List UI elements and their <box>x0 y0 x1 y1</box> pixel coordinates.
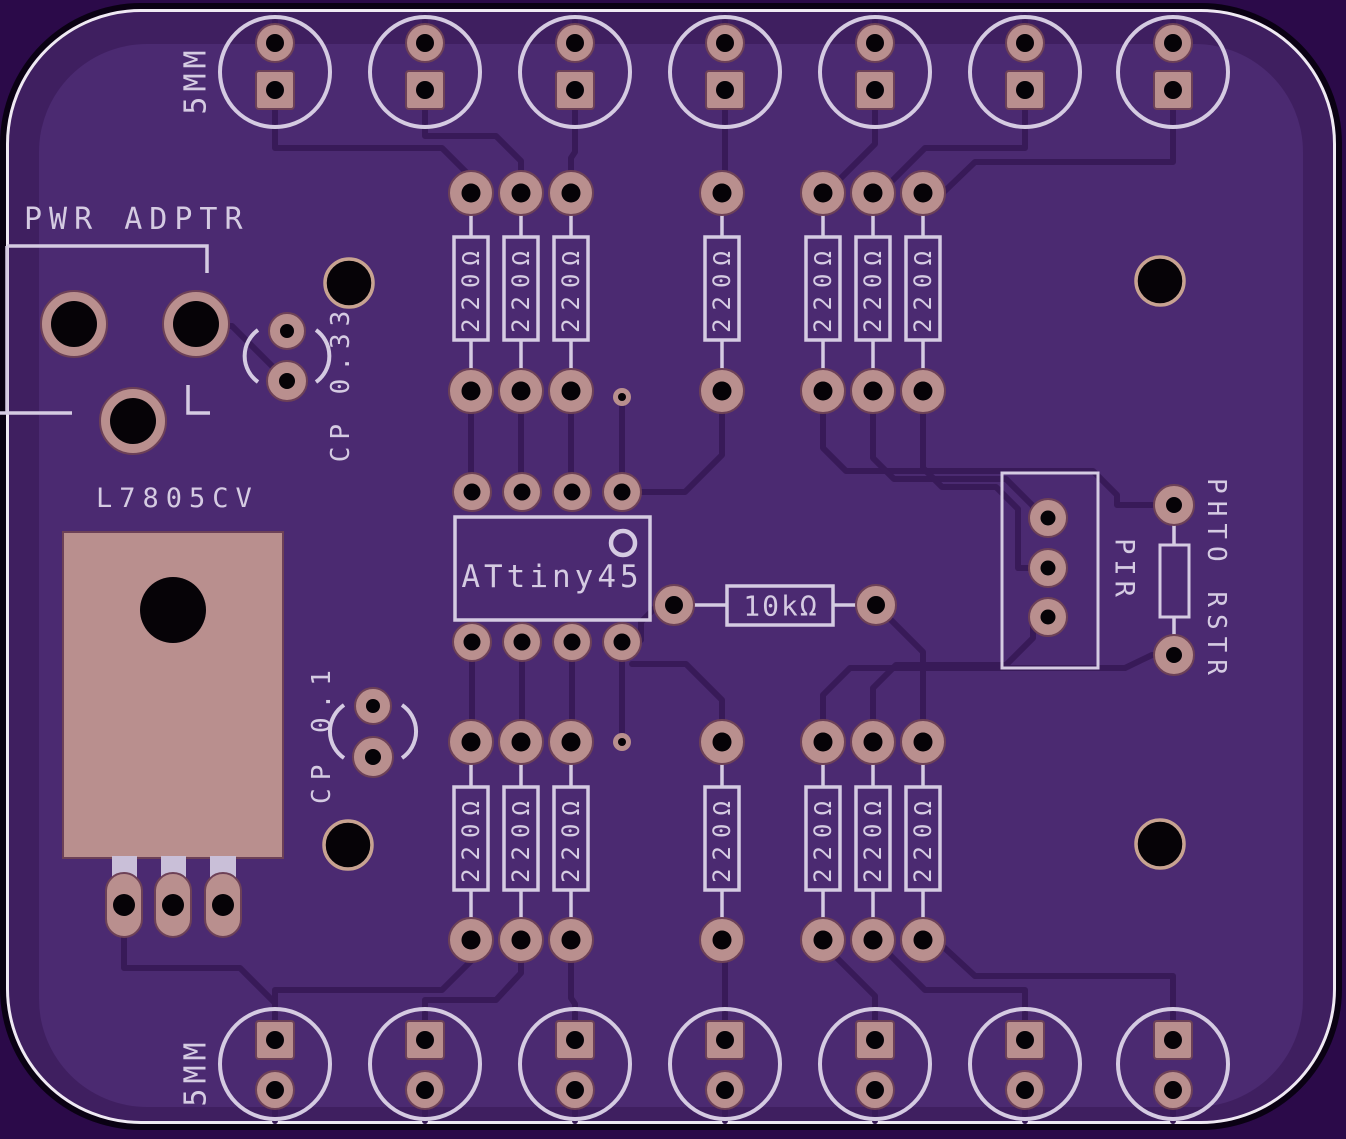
led-footprint <box>968 15 1082 129</box>
led-size-label-top: 5MM <box>178 45 214 115</box>
led-footprint <box>368 1007 482 1121</box>
mounting-hole <box>322 819 374 871</box>
capacitor-033-label: CP 0.33 <box>326 303 356 463</box>
resistor-10k-footprint <box>653 584 897 627</box>
resistor-footprint <box>850 719 896 963</box>
capacitor-01-label: CP 0.1 <box>307 662 337 804</box>
resistor-value-label: 220Ω <box>859 793 887 883</box>
led-footprint <box>1116 15 1230 129</box>
mcu-label: ATtiny45 <box>461 559 643 595</box>
resistor-footprint <box>498 719 544 963</box>
pir-connector-label: PIR <box>1108 538 1140 602</box>
led-footprint <box>818 15 932 129</box>
resistor-footprint <box>548 170 594 414</box>
resistor-value-label: 220Ω <box>708 243 736 333</box>
via <box>613 733 631 751</box>
led-footprint <box>968 1007 1082 1121</box>
led-footprint <box>668 15 782 129</box>
resistor-value-label: 220Ω <box>909 243 937 333</box>
capacitor-footprint <box>327 687 419 778</box>
resistor-footprint <box>498 170 544 414</box>
resistor-footprint <box>699 719 745 963</box>
photoresistor-footprint <box>1153 484 1195 676</box>
pir-connector-footprint <box>1000 471 1100 670</box>
led-footprint <box>518 15 632 129</box>
power-jack-footprint <box>0 244 230 455</box>
resistor-footprint <box>800 719 846 963</box>
capacitor-footprint <box>242 312 332 402</box>
resistor-footprint <box>548 719 594 963</box>
resistor-value-label: 220Ω <box>557 243 585 333</box>
photoresistor-label: PHTO RSTR <box>1201 478 1231 682</box>
resistor-footprint <box>900 719 946 963</box>
resistor-value-label: 220Ω <box>457 793 485 883</box>
mounting-hole <box>323 257 375 309</box>
led-footprint <box>1116 1007 1230 1121</box>
led-footprint <box>218 1007 332 1121</box>
board-outline <box>6 9 1336 1124</box>
regulator-label: L7805CV <box>96 483 259 514</box>
resistor-footprint <box>699 170 745 414</box>
resistor-footprint <box>448 719 494 963</box>
led-footprint <box>518 1007 632 1121</box>
resistor-footprint <box>850 170 896 414</box>
resistor-value-label: 220Ω <box>909 793 937 883</box>
resistor-value-label: 220Ω <box>507 793 535 883</box>
resistor-value-label: 220Ω <box>809 243 837 333</box>
mounting-hole <box>1134 255 1186 307</box>
led-footprint <box>818 1007 932 1121</box>
resistor-value-label: 220Ω <box>809 793 837 883</box>
mcu-footprint <box>452 472 652 662</box>
regulator-footprint <box>62 531 284 938</box>
resistor-footprint <box>900 170 946 414</box>
resistor-value-label: 220Ω <box>859 243 887 333</box>
led-footprint <box>218 15 332 129</box>
resistor-value-label: 220Ω <box>557 793 585 883</box>
resistor-value-label: 220Ω <box>457 243 485 333</box>
resistor-value-label: 220Ω <box>708 793 736 883</box>
resistor-footprint <box>800 170 846 414</box>
mounting-hole <box>1134 818 1186 870</box>
resistor-value-label: 220Ω <box>507 243 535 333</box>
led-footprint <box>368 15 482 129</box>
series-resistor-label: 10kΩ <box>743 589 819 623</box>
led-size-label-bottom: 5MM <box>178 1037 214 1107</box>
led-footprint <box>668 1007 782 1121</box>
via <box>613 388 631 406</box>
power-connector-label: PWR ADPTR <box>24 202 250 237</box>
resistor-footprint <box>448 170 494 414</box>
